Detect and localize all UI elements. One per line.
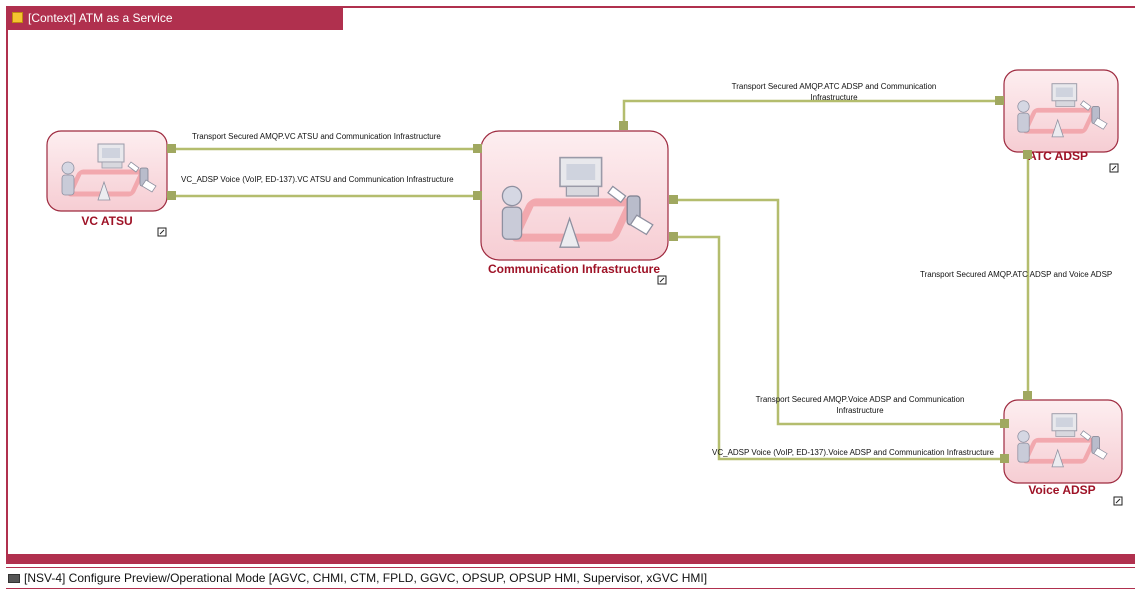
diagram-title: [Context] ATM as a Service: [28, 11, 173, 25]
frame-bottom-bar: [6, 556, 1135, 564]
node-voice-adsp[interactable]: Voice ADSP: [1003, 399, 1123, 506]
connector-label-c5: Transport Secured AMQP.Voice ADSP and Co…: [756, 395, 965, 404]
connector-label-c6: VC_ADSP Voice (VoIP, ED-137).Voice ADSP …: [712, 448, 994, 457]
status-text: [NSV-4] Configure Preview/Operational Mo…: [24, 571, 708, 585]
port[interactable]: [669, 195, 678, 204]
port[interactable]: [669, 232, 678, 241]
connector-c5[interactable]: [674, 198, 1006, 426]
connector-label-c5-line2: Infrastructure: [836, 406, 884, 415]
node-vc-atsu[interactable]: VC ATSU: [46, 130, 168, 237]
node-label-atc-adsp: ATC ADSP: [1028, 149, 1088, 163]
connector-label-c3: Transport Secured AMQP.ATC ADSP and Comm…: [732, 82, 937, 91]
node-atc-adsp[interactable]: ATC ADSP: [1003, 69, 1119, 173]
port[interactable]: [619, 121, 628, 130]
diagram-title-tab[interactable]: [Context] ATM as a Service: [6, 6, 343, 30]
port[interactable]: [995, 96, 1004, 105]
port[interactable]: [167, 144, 176, 153]
connector-label-c1: Transport Secured AMQP.VC ATSU and Commu…: [192, 132, 441, 141]
port[interactable]: [473, 144, 482, 153]
ports: [167, 96, 1032, 463]
port[interactable]: [1023, 150, 1032, 159]
node-label-communication-infrastructure: Communication Infrastructure: [488, 262, 660, 276]
diagram-type-icon: [12, 12, 23, 23]
port[interactable]: [1000, 419, 1009, 428]
port[interactable]: [1023, 391, 1032, 400]
connectors: [176, 99, 1030, 461]
view-icon: [8, 574, 20, 584]
port[interactable]: [1000, 454, 1009, 463]
connector-c6[interactable]: [674, 235, 1006, 461]
diagram-frame: [6, 6, 1135, 556]
node-communication-infrastructure[interactable]: Communication Infrastructure: [480, 130, 669, 285]
connector-label-c4: Transport Secured AMQP.ATC ADSP and Voic…: [920, 270, 1112, 279]
connector-label-c3-line2: Infrastructure: [810, 93, 858, 102]
connector-c3[interactable]: [622, 99, 998, 125]
port[interactable]: [473, 191, 482, 200]
node-label-voice-adsp: Voice ADSP: [1028, 483, 1095, 497]
port[interactable]: [167, 191, 176, 200]
status-bar[interactable]: [NSV-4] Configure Preview/Operational Mo…: [6, 567, 1135, 589]
node-label-vc-atsu: VC ATSU: [81, 214, 132, 228]
connector-label-c2: VC_ADSP Voice (VoIP, ED-137).VC ATSU and…: [181, 175, 454, 184]
diagram-canvas: Transport Secured AMQP.VC ATSU and Commu…: [46, 69, 1123, 506]
